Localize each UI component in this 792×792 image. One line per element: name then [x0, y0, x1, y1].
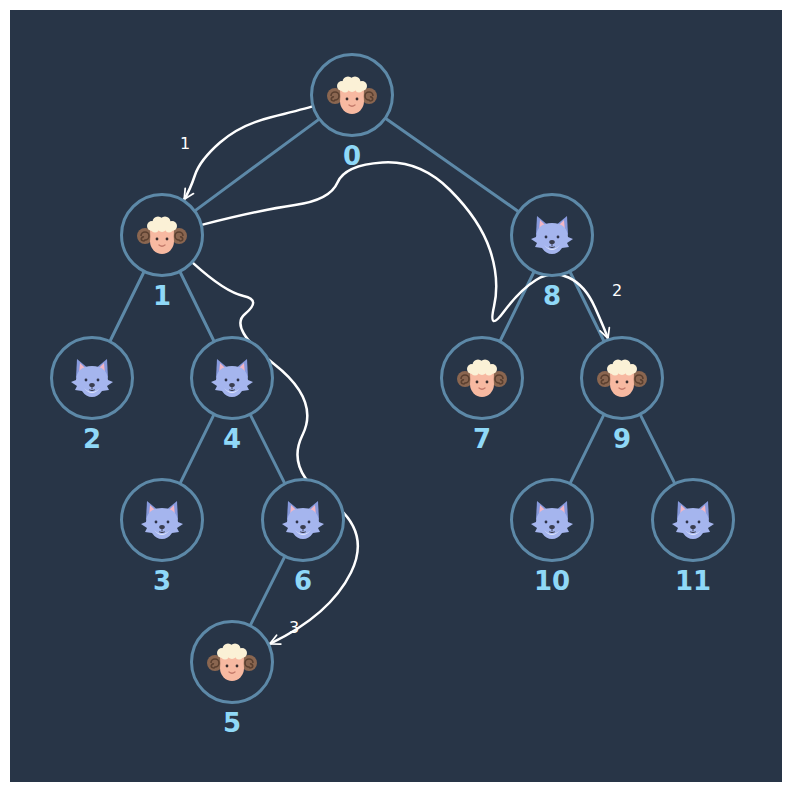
traversal-arrow: [184, 107, 311, 200]
node-number: 8: [543, 281, 561, 311]
tree-edge: [180, 273, 213, 341]
wolf-icon: [211, 359, 253, 397]
tree-edge: [500, 273, 533, 341]
node-circle: [190, 336, 274, 420]
node-number: 7: [473, 424, 491, 454]
wolf-icon: [282, 501, 324, 539]
sheep-node: 5: [190, 620, 274, 704]
wolf-node: 10: [510, 478, 594, 562]
traversal-arrow: [203, 162, 608, 338]
node-number: 11: [675, 566, 711, 596]
tree-edge: [251, 416, 284, 483]
node-circle: [440, 336, 524, 420]
node-circle: [510, 193, 594, 277]
wolf-icon: [531, 501, 573, 539]
node-circle: [120, 193, 204, 277]
sheep-node: 1: [120, 193, 204, 277]
tree-edge: [641, 416, 674, 483]
wolf-node: 6: [261, 478, 345, 562]
sheep-node: 7: [440, 336, 524, 420]
node-circle: [50, 336, 134, 420]
traversal-arrow: [193, 263, 358, 644]
node-number: 1: [153, 281, 171, 311]
node-number: 2: [83, 424, 101, 454]
node-number: 6: [294, 566, 312, 596]
wolf-icon: [672, 501, 714, 539]
sheep-node: 9: [580, 336, 664, 420]
node-circle: [120, 478, 204, 562]
tree-edge: [181, 416, 214, 483]
wolf-node: 2: [50, 336, 134, 420]
wolf-node: 8: [510, 193, 594, 277]
node-circle: [510, 478, 594, 562]
node-number: 10: [534, 566, 570, 596]
node-number: 0: [343, 141, 361, 171]
node-number: 4: [223, 424, 241, 454]
step-number: 2: [612, 281, 622, 300]
tree-edge: [571, 416, 604, 483]
node-circle: [580, 336, 664, 420]
sheep-icon: [597, 360, 647, 398]
wolf-node: 3: [120, 478, 204, 562]
node-circle: [190, 620, 274, 704]
sheep-node: 0: [310, 53, 394, 137]
wolf-node: 4: [190, 336, 274, 420]
node-circle: [651, 478, 735, 562]
step-number: 1: [180, 134, 190, 153]
tree-edge: [196, 120, 318, 210]
sheep-icon: [137, 217, 187, 255]
wolf-icon: [71, 359, 113, 397]
step-number: 3: [289, 618, 299, 637]
wolf-icon: [531, 216, 573, 254]
sheep-icon: [207, 644, 257, 682]
node-number: 3: [153, 566, 171, 596]
tree-edge: [251, 558, 284, 625]
tree-edge: [110, 273, 143, 341]
sheep-icon: [457, 360, 507, 398]
wolf-icon: [141, 501, 183, 539]
wolf-node: 11: [651, 478, 735, 562]
node-number: 9: [613, 424, 631, 454]
node-circle: [310, 53, 394, 137]
node-circle: [261, 478, 345, 562]
sheep-icon: [327, 77, 377, 115]
node-number: 5: [223, 708, 241, 738]
